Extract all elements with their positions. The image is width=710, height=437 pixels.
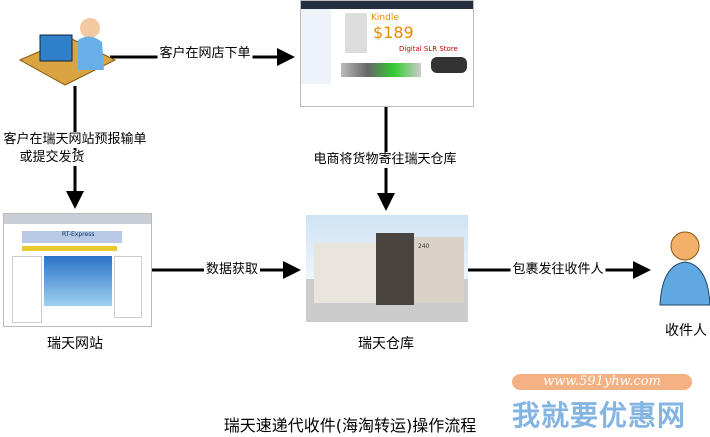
caption-recipient: 收件人 <box>665 323 707 339</box>
recipient-icon <box>659 231 710 306</box>
watermark-url: www.591yhw.com <box>512 374 692 390</box>
label-order: 客户在网店下单 <box>157 46 253 62</box>
label-deliver: 包裹发往收件人 <box>510 262 606 278</box>
watermark-name: 我就要优惠网 <box>512 399 687 432</box>
website-screenshot: RT-Express <box>3 213 152 327</box>
caption-warehouse: 瑞天仓库 <box>358 336 414 352</box>
label-ship: 电商将货物寄往瑞天仓库 <box>311 152 459 168</box>
label-forecast-2: 或提交发货 <box>17 150 87 166</box>
website-logo: RT-Express <box>22 231 122 243</box>
store-promo-word: Kindle <box>371 13 399 23</box>
store-price: $189 <box>373 23 414 42</box>
online-store-screenshot: Kindle $189 Digital SLR Store <box>300 0 474 107</box>
diagram-title: 瑞天速递代收件(海淘转运)操作流程 <box>223 416 477 435</box>
warehouse-photo: 240 <box>306 215 468 322</box>
label-forecast-1: 客户在瑞天网站预报输单 <box>1 132 149 148</box>
label-data: 数据获取 <box>203 262 261 278</box>
store-camera-banner: Digital SLR Store <box>399 45 458 53</box>
warehouse-number: 240 <box>418 243 430 250</box>
customer-computer-icon <box>18 18 117 86</box>
caption-website: 瑞天网站 <box>47 336 103 352</box>
